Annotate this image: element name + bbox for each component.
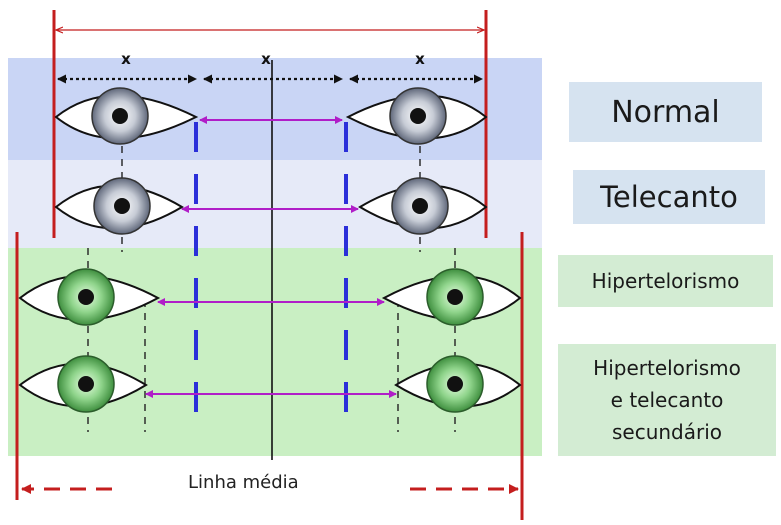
label-hipertelorismo: Hipertelorismo	[558, 255, 773, 307]
label-line-2: e telecanto	[610, 388, 724, 412]
label-line-3: secundário	[611, 420, 723, 444]
label-line-1: Hipertelorismo	[593, 356, 741, 380]
eye-icon-normal-left	[54, 87, 199, 145]
distance-mark-left: x	[121, 50, 131, 68]
eye-icon-hipertele-right	[394, 355, 522, 413]
eye-icon-hiper-left	[18, 268, 161, 326]
eye-icon-telecanto-left	[54, 177, 184, 235]
label-telecanto: Telecanto	[573, 170, 765, 224]
label-normal: Normal	[569, 82, 762, 142]
eye-icon-normal-right	[345, 87, 488, 145]
eye-icon-hipertele-left	[18, 355, 148, 413]
eye-icon-hiper-right	[381, 268, 522, 326]
midline-label: Linha média	[188, 472, 299, 493]
label-hipertelorismo-telecanto: Hipertelorismo e telecanto secundário	[558, 344, 776, 456]
distance-mark-right: x	[415, 50, 425, 68]
distance-mark-middle: x	[261, 50, 271, 68]
eye-icon-telecanto-right	[358, 177, 488, 235]
